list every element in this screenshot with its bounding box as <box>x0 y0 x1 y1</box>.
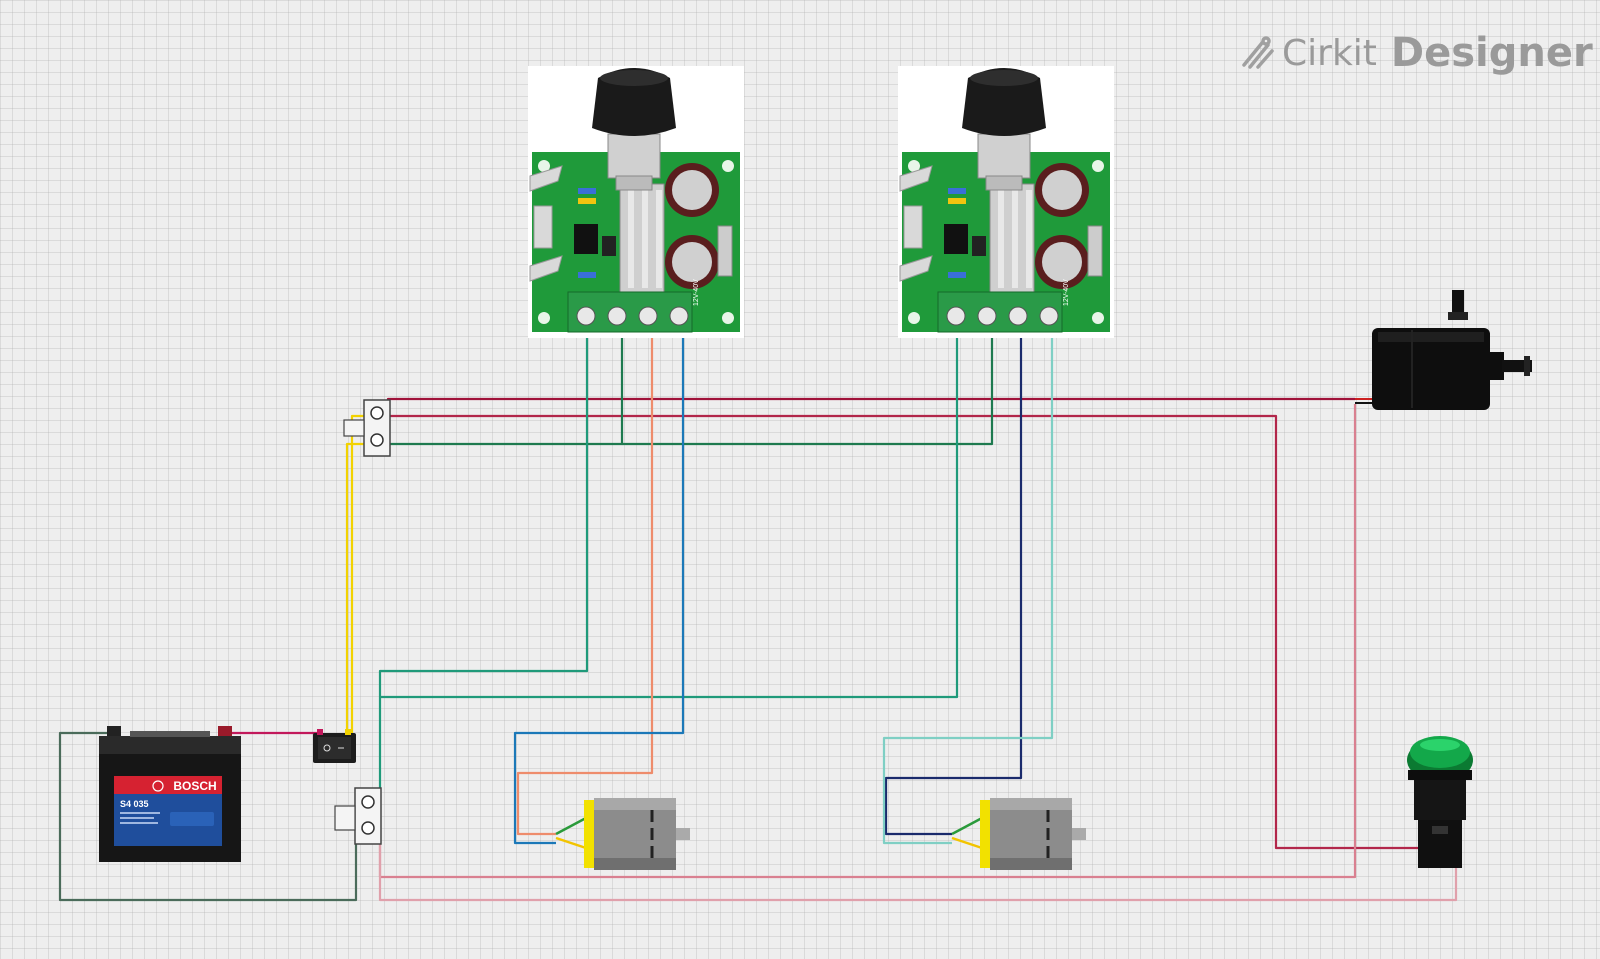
wires <box>58 330 1458 902</box>
wire-controller-1-ground[interactable] <box>378 330 589 802</box>
battery-brand-label: BOSCH <box>173 779 216 793</box>
wire-pump-negative[interactable] <box>378 404 1357 879</box>
wire-controller-1-motor-pos[interactable] <box>513 330 685 845</box>
dc-motor-1[interactable] <box>555 798 690 870</box>
terminal-block-bottom[interactable] <box>334 787 382 845</box>
terminal-screw-icon[interactable] <box>361 795 375 809</box>
terminal-screw-icon[interactable] <box>361 821 375 835</box>
wire-controller-1-motor-neg[interactable] <box>516 330 654 836</box>
controller-2-board-label: 12V-40V <box>1063 279 1070 306</box>
rocker-switch[interactable] <box>313 729 356 763</box>
green-indicator-lamp[interactable] <box>1407 736 1473 868</box>
wire-controller-2-motor-neg[interactable] <box>884 330 1023 836</box>
wire-lamp-positive[interactable] <box>388 414 1418 850</box>
wire-pump-positive[interactable] <box>386 397 1355 413</box>
controller-1-board-label: 12V-40V <box>693 279 700 306</box>
potentiometer-knob-icon[interactable] <box>962 68 1046 136</box>
battery-model-label: S4 035 <box>120 799 149 809</box>
wire-controller-2-motor-pos[interactable] <box>882 330 1054 845</box>
cirkit-logo-icon <box>1242 36 1274 69</box>
wire-controller-2-ground[interactable] <box>380 330 959 699</box>
wire-switch-to-terminal-2[interactable] <box>350 414 378 736</box>
logo-brand-text: Cirkit <box>1282 32 1377 74</box>
cirkit-designer-logo: Cirkit Designer <box>1240 30 1593 76</box>
car-battery[interactable]: BOSCH S4 035 <box>99 726 241 862</box>
wire-lamp-negative[interactable] <box>378 832 1458 902</box>
wire-controller-2-power[interactable] <box>622 330 994 446</box>
wire-battery-ground[interactable] <box>58 731 358 902</box>
pwm-controller-1[interactable]: 12V-40V <box>528 66 744 338</box>
potentiometer-knob-icon[interactable] <box>592 68 676 136</box>
logo-product-text: Designer <box>1390 30 1593 76</box>
terminal-block-top[interactable] <box>343 399 391 457</box>
water-pump[interactable] <box>1355 290 1532 410</box>
terminal-screw-icon[interactable] <box>370 406 384 420</box>
pwm-controller-2[interactable]: 12V-40V <box>898 66 1114 338</box>
terminal-screw-icon[interactable] <box>370 433 384 447</box>
dc-motor-2[interactable] <box>951 798 1086 870</box>
